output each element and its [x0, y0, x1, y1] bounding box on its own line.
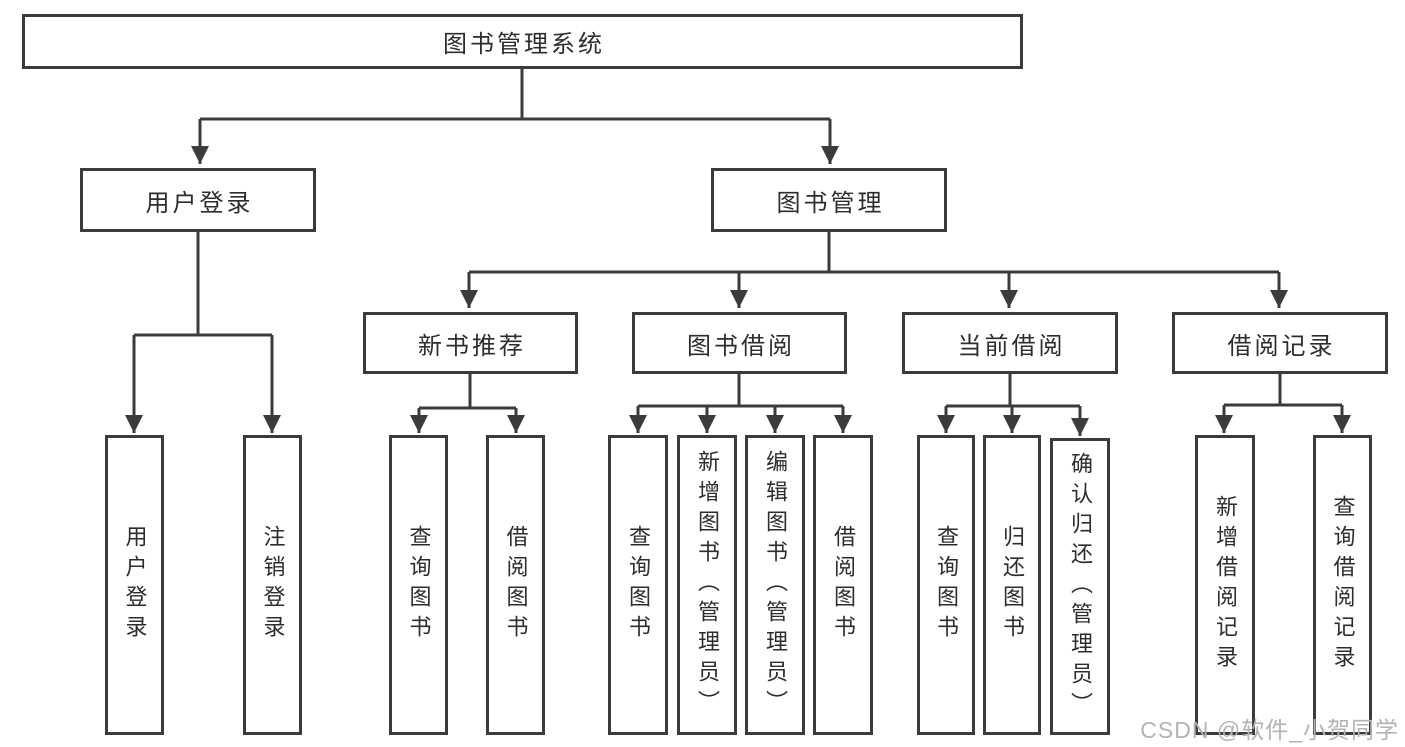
- leaf-borrow-query-books: 查询图书: [608, 435, 668, 735]
- node-borrowing-records: 借阅记录: [1172, 312, 1388, 374]
- leaf-recommend-query-books: 查询图书: [389, 435, 448, 735]
- leaf-borrow-borrow-books: 借阅图书: [813, 435, 873, 735]
- node-root: 图书管理系统: [22, 14, 1023, 69]
- leaf-borrow-add-books-admin: 新增图书（管理员）: [677, 435, 737, 735]
- leaf-current-return-books: 归还图书: [983, 435, 1041, 735]
- node-book-management: 图书管理: [711, 168, 947, 232]
- leaf-logout: 注销登录: [243, 435, 302, 735]
- node-book-borrowing: 图书借阅: [632, 312, 847, 374]
- node-user-login: 用户登录: [80, 168, 316, 232]
- leaf-records-query-record: 查询借阅记录: [1313, 435, 1372, 735]
- leaf-current-confirm-return-admin: 确认归还（管理员）: [1050, 438, 1110, 735]
- leaf-borrow-edit-books-admin: 编辑图书（管理员）: [745, 435, 805, 735]
- leaf-user-login: 用户登录: [105, 435, 164, 735]
- node-new-book-recommendation: 新书推荐: [363, 312, 578, 374]
- watermark-text: CSDN @软件_小贺同学: [1140, 717, 1399, 743]
- leaf-records-add-record: 新增借阅记录: [1195, 435, 1255, 735]
- node-current-borrowing: 当前借阅: [902, 312, 1118, 374]
- leaf-recommend-borrow-books: 借阅图书: [486, 435, 545, 735]
- leaf-current-query-books: 查询图书: [917, 435, 975, 735]
